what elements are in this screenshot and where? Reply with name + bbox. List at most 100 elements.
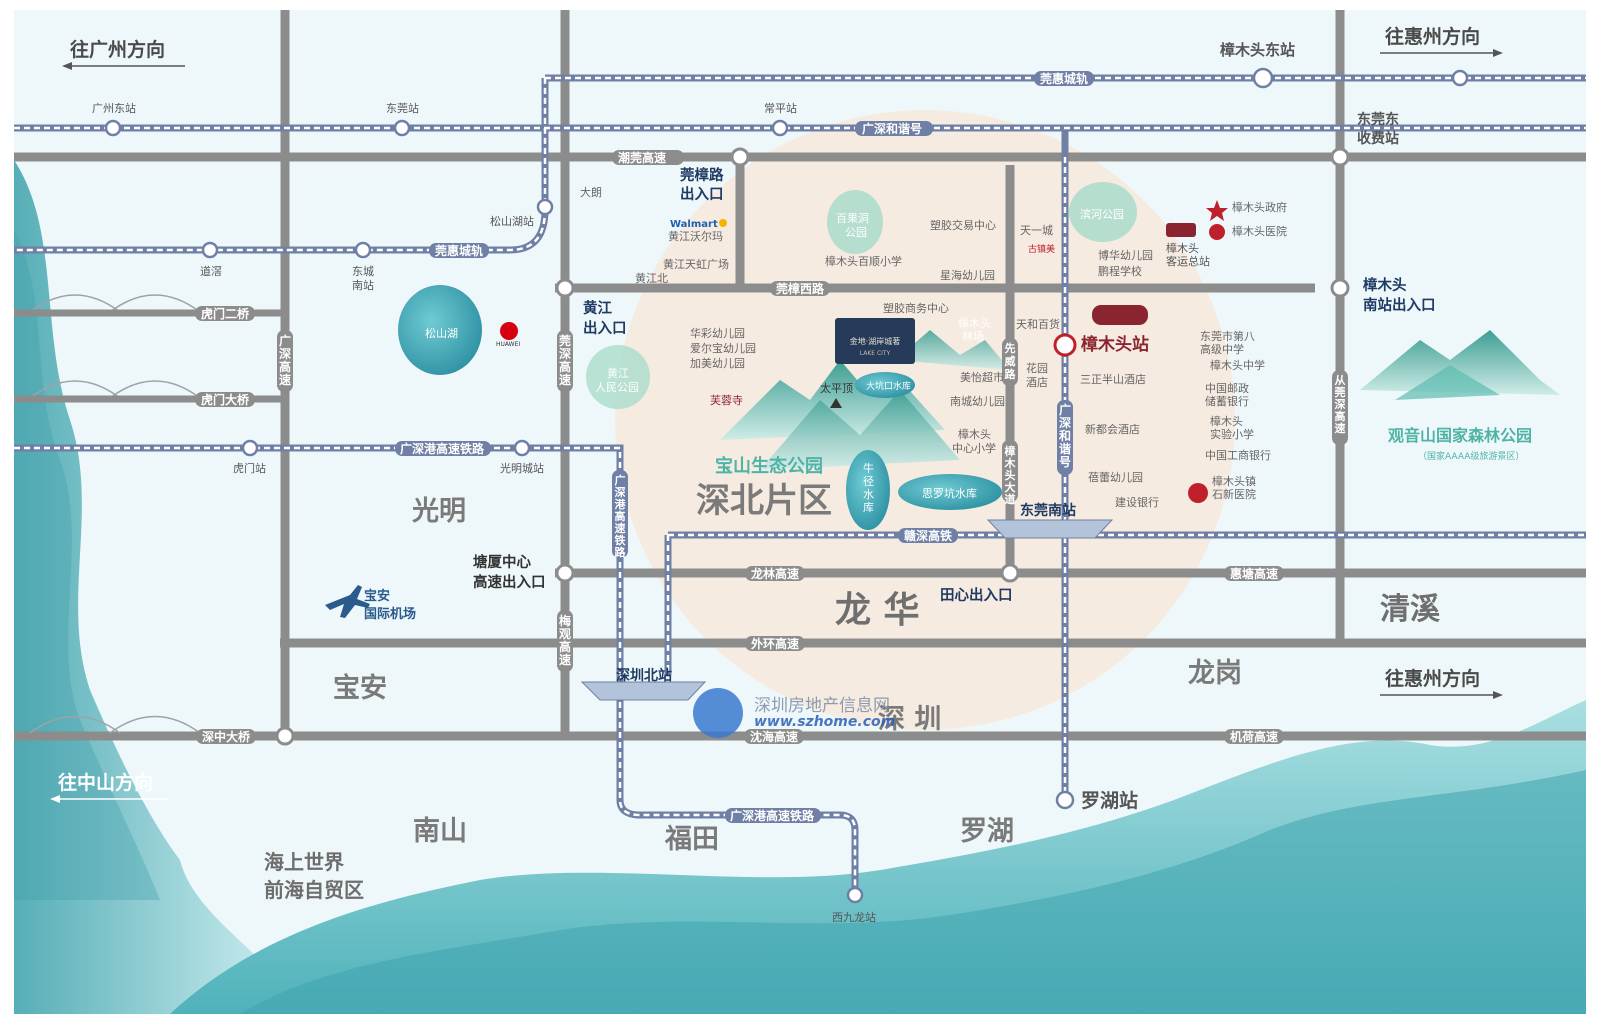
- poi-walmart: 黄江沃尔玛: [668, 229, 723, 243]
- station-xijiulong: 西九龙站: [832, 910, 876, 924]
- tag-humen-bridge: 虎门大桥: [201, 392, 250, 407]
- park-baoshan: 宝山生态公园: [715, 455, 823, 477]
- poi-niujing-3: 水: [863, 488, 874, 501]
- bridge-shenzhong-dot: [275, 726, 295, 746]
- exit-huangjiang-1: 黄江: [583, 299, 612, 317]
- district-futian: 福田: [664, 824, 719, 855]
- poi-postal-1: 中国邮政: [1205, 381, 1249, 395]
- district-shenbei: 深北片区: [696, 481, 832, 521]
- district-longhua: 龙 华: [835, 590, 920, 631]
- watermark-url: www.szhome.com: [754, 714, 895, 730]
- poi-huayuan-1: 花园: [1026, 362, 1048, 375]
- park-binhe: 滨河公园: [1080, 207, 1124, 221]
- poi-dg8-1: 东莞市第八: [1200, 329, 1255, 343]
- poi-plastic-business: 塑胶商务中心: [883, 301, 949, 315]
- poi-niujing-2: 径: [863, 475, 874, 488]
- poi-siluokeng: 思罗坑水库: [922, 486, 977, 500]
- station-guangming-dot: [513, 439, 531, 457]
- tag-xianwei-v: 先威路: [1005, 341, 1017, 381]
- station-xijiulong-dot: [846, 886, 864, 904]
- exit-huangjiang-2: 出入口: [583, 319, 627, 337]
- poi-furong: 芙蓉寺: [710, 393, 743, 407]
- station-guangzhou-east: 广州东站: [92, 101, 136, 115]
- poi-zmt-exp-2: 实验小学: [1210, 427, 1254, 441]
- direction-labels: 往广州方向 往惠州方向 往惠州方向 往中山方向: [50, 25, 1503, 803]
- poi-xindu: 新都会酒店: [1085, 422, 1140, 436]
- tag-guangshen-hexie: 广深和谐号: [862, 121, 922, 136]
- poi-niujing-4: 库: [863, 501, 874, 514]
- poi-aierbao-kg: 爱尔宝幼儿园: [690, 341, 756, 355]
- tag-yanhai: 沈海高速: [750, 729, 798, 744]
- huawei-logo: HUAWEI: [496, 341, 520, 348]
- poi-meiyi: 美怡超市: [960, 370, 1004, 384]
- tag-guanhui-top: 莞惠城轨: [1040, 71, 1088, 86]
- poi-huayuan-2: 酒店: [1026, 375, 1048, 389]
- stations: 广州东站 东莞站 常平站 樟木头东站 道滘 东城 南站 松山湖站 虎门站 光明城…: [92, 41, 1469, 924]
- station-daolan-dot: [201, 241, 219, 259]
- poi-plastic-trade: 塑胶交易中心: [930, 218, 996, 232]
- district-luohu: 罗湖: [960, 816, 1014, 847]
- district-nanshan: 南山: [413, 816, 467, 847]
- watermark-cn: 深圳房地产信息网: [754, 696, 890, 716]
- songshan-lake: [398, 285, 482, 375]
- poi-dg8-2: 高级中学: [1200, 342, 1244, 356]
- poi-zmt-center-2: 中心小学: [952, 441, 996, 455]
- poi-taipingding: 太平顶: [820, 382, 853, 395]
- exit-tianxin: 田心出入口: [940, 586, 1013, 604]
- peak-icon: [830, 398, 842, 408]
- pois: 大朗 Walmart 黄江沃尔玛 黄江天虹广场 黄江北 百果洞 公园 樟木头百顺…: [325, 185, 1532, 622]
- station-dongguan: 东莞站: [386, 101, 419, 115]
- exits: 莞樟路 出入口 黄江 出入口 樟木头 南站出入口 塘厦中心 高速出入口 田心出入…: [473, 166, 1436, 604]
- station-daolan: 道滘: [200, 264, 222, 278]
- district-baoan: 宝安: [333, 672, 387, 704]
- huangjiang-park-blob: [586, 345, 650, 409]
- poi-zmt-center-1: 樟木头: [958, 427, 991, 441]
- dir-guangzhou: 往广州方向: [70, 38, 165, 61]
- star-icon: [1206, 200, 1228, 221]
- exit-zmt-south-2: 南站出入口: [1363, 296, 1436, 314]
- station-songshanhu: 松山湖站: [490, 214, 534, 228]
- station-zmt-east-dot: [1252, 67, 1274, 89]
- exit-guanzhang-1: 莞樟路: [680, 166, 724, 184]
- district-shenzhen: 深 圳: [878, 704, 941, 735]
- station-huizhou-dot: [1451, 69, 1469, 87]
- poi-tianhe: 天和百货: [1016, 317, 1060, 331]
- poi-beilei-kg: 蓓蕾幼儿园: [1088, 471, 1143, 484]
- hospital-cross-icon-2: [1188, 483, 1208, 503]
- exit-zmt-south-dot: [1330, 278, 1350, 298]
- binhe-park-blob: [1069, 182, 1137, 242]
- dakengkou-reservoir: [855, 372, 915, 398]
- exit-tangxia-dot: [555, 563, 575, 583]
- tag-huitang: 惠塘高速: [1230, 566, 1278, 581]
- area-qianhai-2: 前海自贸区: [264, 878, 364, 902]
- tag-jihe: 机荷高速: [1230, 729, 1278, 744]
- tag-gsg-rail-bottom: 广深港高速铁路: [730, 808, 815, 823]
- bailidong-park-blob: [827, 190, 883, 254]
- walmart-spark-icon: [719, 219, 727, 227]
- tag-conglan-v: 从莞深高速: [1334, 374, 1346, 435]
- tag-guanhui-mid: 莞惠城轨: [435, 243, 483, 258]
- tag-gsg-rail: 广深港高速铁路: [400, 441, 485, 456]
- shenzhen-north-station-icon: [580, 681, 707, 701]
- park-huangjiang-1: 黄江: [607, 366, 629, 380]
- station-changping-dot: [771, 119, 789, 137]
- poi-dalang: 大朗: [580, 185, 602, 199]
- poi-shixin-2: 石新医院: [1212, 487, 1256, 501]
- dongguan-south-station-icon: [986, 519, 1114, 539]
- tag-ganshen: 赣深高铁: [904, 528, 952, 543]
- siluokeng-reservoir: [898, 474, 1002, 510]
- poi-niujing-1: 牛: [863, 461, 874, 475]
- station-dongguan-south: 东莞南站: [1020, 502, 1076, 519]
- park-bailidong-1: 百果洞: [836, 212, 869, 225]
- station-dongguan-east-toll-2: 收费站: [1357, 130, 1399, 147]
- station-dongguan-dot: [393, 119, 411, 137]
- project-name-en: LAKE CITY: [860, 350, 891, 357]
- station-guangzhou-east-dot: [104, 119, 122, 137]
- tag-waihuan: 外环高速: [751, 636, 799, 651]
- station-humen-dot: [241, 439, 259, 457]
- district-longgang: 龙岗: [1188, 658, 1242, 689]
- tag-guanzhang-west: 莞樟西路: [776, 281, 825, 296]
- tag-zmt-avenue-v: 樟木头大道: [1004, 444, 1017, 506]
- poi-zmt-exp-1: 樟木头: [1210, 414, 1243, 428]
- exit-tangxia-2: 高速出入口: [473, 573, 546, 591]
